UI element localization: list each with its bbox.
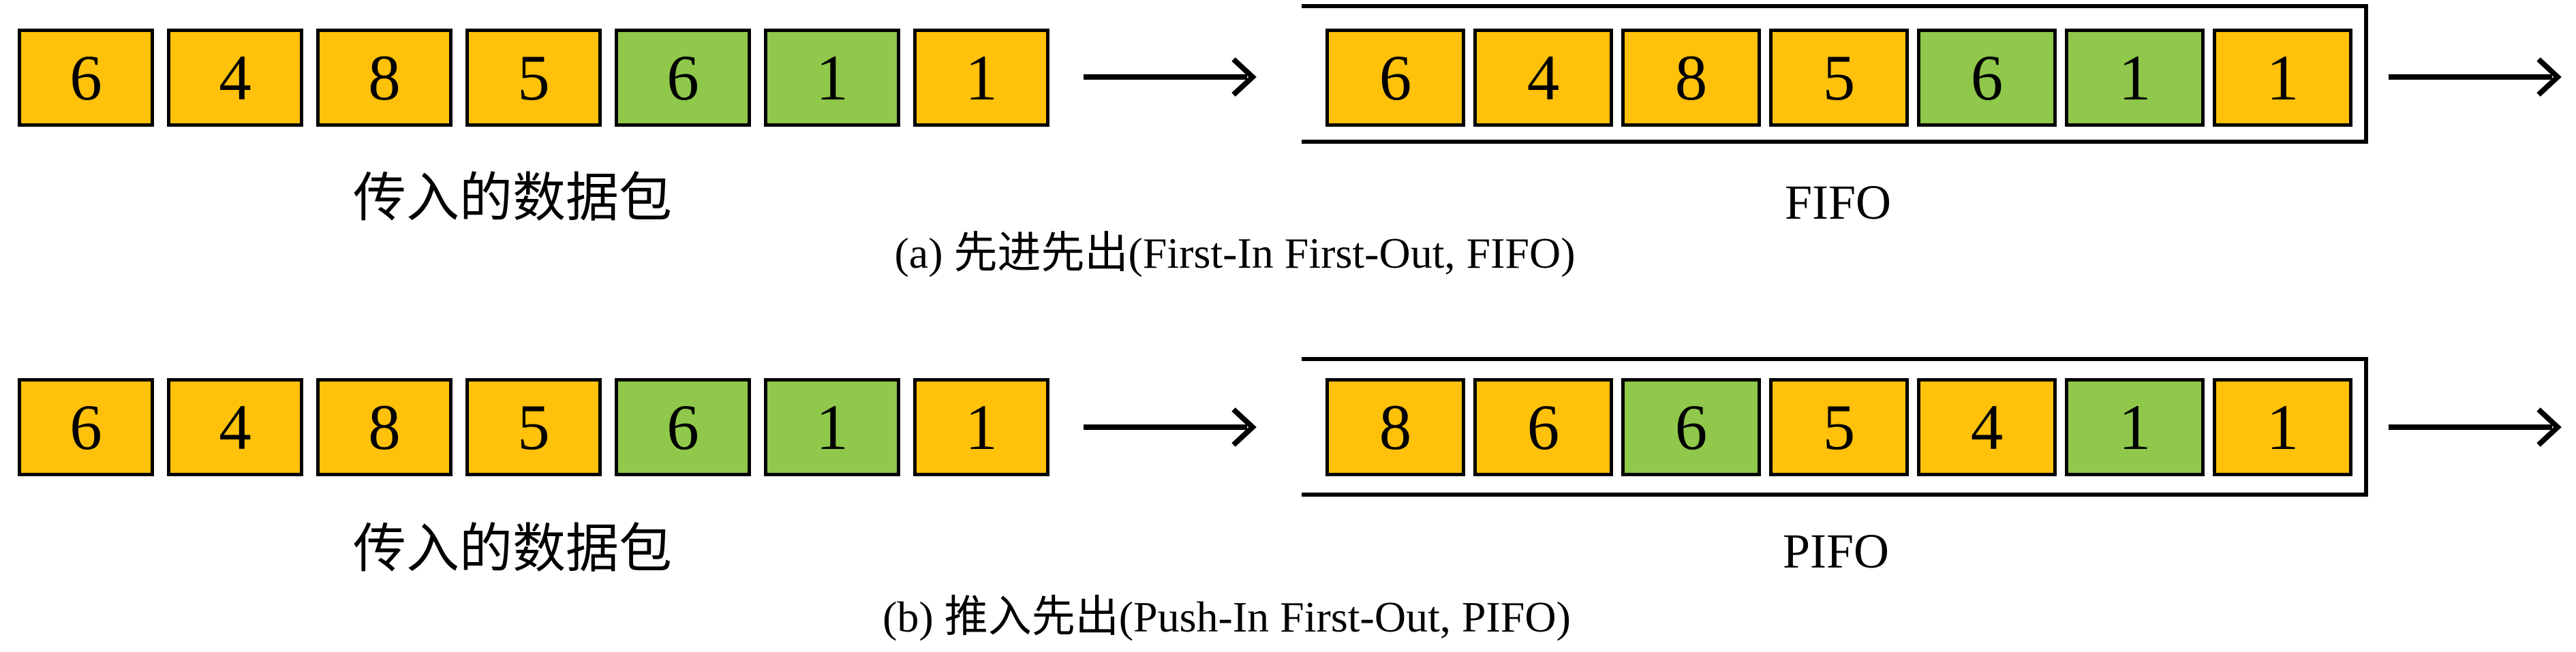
caption-a: (a) 先进先出(First-In First-Out, FIFO) <box>894 229 1576 277</box>
input-packet-cell: 6 <box>18 378 154 476</box>
input-packet-cell: 6 <box>615 378 751 476</box>
queued-packet-cell: 8 <box>1325 378 1465 476</box>
queued-packet-cell: 4 <box>1917 378 2057 476</box>
input-packet-cell: 1 <box>913 378 1049 476</box>
fifo-label: FIFO <box>1784 175 1892 230</box>
queued-packet-cell: 6 <box>1917 29 2057 127</box>
flow-arrow-icon <box>1084 57 1257 97</box>
input-packet-cell: 8 <box>316 378 453 476</box>
queued-packet-cell: 1 <box>2065 378 2205 476</box>
pifo-queue-row: 8 6 6 5 4 1 1 <box>1325 378 2352 476</box>
flow-arrow-icon <box>2389 57 2562 97</box>
input-packet-cell: 1 <box>913 29 1049 127</box>
queued-packet-cell: 6 <box>1473 378 1613 476</box>
input-packet-row-a: 6 4 8 5 6 1 1 <box>18 29 1049 127</box>
input-packet-cell: 4 <box>167 378 303 476</box>
queued-packet-cell: 8 <box>1621 29 1761 127</box>
caption-b: (b) 推入先出(Push-In First-Out, PIFO) <box>883 593 1571 641</box>
flow-arrow-icon <box>1084 407 1257 447</box>
queued-packet-cell: 5 <box>1769 29 1909 127</box>
input-packet-cell: 5 <box>465 378 602 476</box>
queued-packet-cell: 4 <box>1473 29 1613 127</box>
input-packets-label-b: 传入的数据包 <box>352 519 673 578</box>
flow-arrow-icon <box>2389 407 2562 447</box>
queued-packet-cell: 1 <box>2213 378 2352 476</box>
queued-packet-cell: 5 <box>1769 378 1909 476</box>
input-packet-cell: 6 <box>615 29 751 127</box>
fifo-queue-bracket <box>1302 4 2368 144</box>
input-packet-cell: 1 <box>764 378 900 476</box>
input-packet-cell: 1 <box>764 29 900 127</box>
queued-packet-cell: 6 <box>1325 29 1465 127</box>
input-packet-row-b: 6 4 8 5 6 1 1 <box>18 378 1049 476</box>
pifo-queue-bracket <box>1302 357 2368 497</box>
input-packets-label-a: 传入的数据包 <box>352 168 673 228</box>
queued-packet-cell: 1 <box>2065 29 2205 127</box>
input-packet-cell: 6 <box>18 29 154 127</box>
input-packet-cell: 8 <box>316 29 453 127</box>
input-packet-cell: 5 <box>465 29 602 127</box>
input-packet-cell: 4 <box>167 29 303 127</box>
queued-packet-cell: 1 <box>2213 29 2352 127</box>
pifo-label: PIFO <box>1782 524 1890 578</box>
queued-packet-cell: 6 <box>1621 378 1761 476</box>
fifo-queue-row: 6 4 8 5 6 1 1 <box>1325 29 2352 127</box>
